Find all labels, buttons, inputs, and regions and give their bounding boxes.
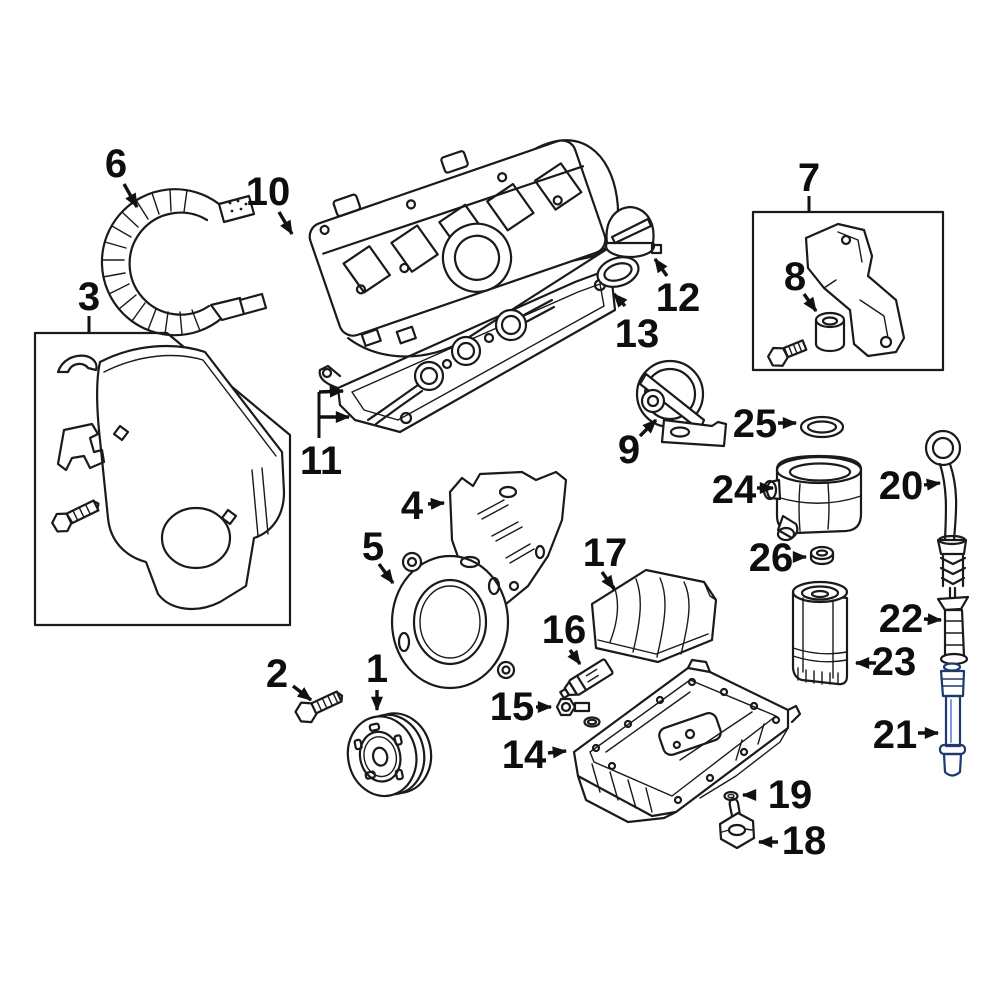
callout-12-label: 12 [656,276,701,320]
callout-6-arrow [122,183,139,209]
part-6-timing-belt [100,188,268,337]
callout-5-label: 5 [362,525,384,569]
callouts: 1 2 3 4 5 6 7 8 9 10 11 12 13 14 15 16 [78,142,943,863]
callout-15-label: 15 [490,685,535,729]
callout-14-arrow [547,746,568,759]
part-23-oil-filter [791,580,849,686]
callout-5-arrow [377,562,395,585]
callout-10-label: 10 [246,170,291,214]
callout-25-label: 25 [733,402,778,446]
part-1-crankshaft-pulley [346,712,433,798]
callout-12-arrow [653,258,669,277]
callout-24-label: 24 [712,468,757,512]
part-16-sealant-tube [559,658,614,700]
callout-21-label: 21 [873,713,918,757]
callout-14-label: 14 [502,733,547,777]
callout-6-label: 6 [105,142,127,186]
callout-8-label: 8 [784,255,806,299]
callout-23-label: 23 [872,640,917,684]
callout-2-arrow [291,684,313,702]
part-13-filler-cap-seal [596,256,640,288]
callout-11-label: 11 [300,439,342,483]
callout-2-label: 2 [266,652,288,696]
callout-18-label: 18 [782,819,827,863]
part-5-sealing-flange [390,551,516,690]
callout-20-label: 20 [879,464,924,508]
part-24-oil-cooler [762,454,863,542]
callout-3-label: 3 [78,275,100,319]
part-11-valve-cover-gaskets [318,270,617,434]
callout-20-arrow [923,478,942,491]
callout-17-label: 17 [583,531,628,575]
callout-11-arrow-upper [318,385,345,398]
callout-8-arrow [802,293,818,312]
part-18-oil-level-sensor [718,797,756,850]
part-14-oil-pan [572,658,802,824]
part-25-seal-ring [799,415,845,439]
callout-22-arrow [923,613,943,626]
part-7-bracket-box [751,210,945,372]
part-22-dipstick-tube-upper [936,595,970,666]
part-17-oil-baffle [590,568,718,664]
callout-16-label: 16 [542,608,587,652]
callout-13-label: 13 [615,312,660,356]
callout-4-arrow [427,497,446,510]
callout-19-label: 19 [768,773,813,817]
callout-9-label: 9 [618,428,640,472]
part-10-valve-cover [308,139,620,358]
part-2-pulley-bolt [294,690,344,724]
part-15-plug [555,697,601,728]
callout-13-arrow [612,292,628,308]
callout-4-label: 4 [401,484,424,528]
callout-16-arrow [567,649,582,665]
callout-10-arrow [277,211,294,236]
callout-17-arrow [600,571,616,590]
part-12-oil-filler-cap [604,205,663,259]
part-3-timing-cover-kit-box [33,331,292,627]
callout-9-arrow [638,418,658,438]
callout-26-label: 26 [749,536,794,580]
part-8-bushing-and-bolt [767,311,846,367]
part-9-tensioner-pulley [635,359,728,448]
part-20-dipstick [924,429,968,602]
part-21-dipstick-tube-lower-highlighted [938,662,967,777]
callout-22-label: 22 [879,597,924,641]
callout-1-label: 1 [366,647,388,691]
part-26-cap-nut [809,545,835,566]
callout-7-label: 7 [798,156,820,200]
